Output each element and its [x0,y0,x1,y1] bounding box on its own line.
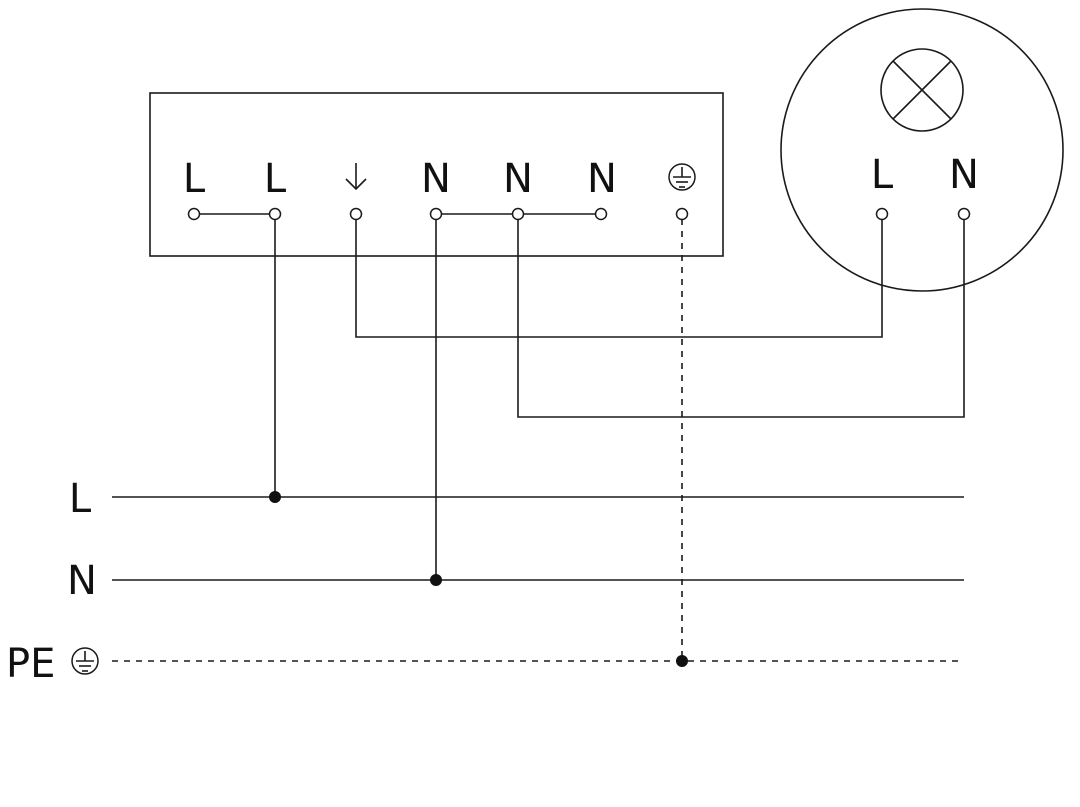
box-terminal-l2 [268,207,282,221]
lamp-fixture [780,8,1064,292]
box-terminal-label-n1: N [421,156,451,202]
lamp-terminal-n [957,207,971,221]
box-terminal-label-n3: N [587,156,617,202]
lamp-terminal-label-l: L [871,152,894,198]
bus-label-pe: PE [6,641,55,687]
wire-lamp-neutral [517,219,965,418]
box-terminal-n3 [594,207,608,221]
box-terminal-label-l1: L [183,156,206,202]
lamp-terminal-label-n: N [949,152,979,198]
box-terminal-n1 [429,207,443,221]
ground-icon [71,647,99,675]
ground-icon [668,163,696,191]
box-terminal-l1 [187,207,201,221]
lamp-terminal-l [875,207,889,221]
bus-label-n: N [67,558,97,604]
box-terminal-label-l2: L [264,156,287,202]
box-terminal-n2 [511,207,525,221]
box-terminal-pe [675,207,689,221]
box-terminal-label-n2: N [503,156,533,202]
junction-neutral [430,574,442,586]
arrow-down-icon [345,163,367,191]
junction-live [269,491,281,503]
wire-switched-live [355,219,883,338]
bus-label-l: L [69,476,92,522]
box-terminal-switched [349,207,363,221]
junction-earth [676,655,688,667]
lamp-icon [880,48,964,132]
